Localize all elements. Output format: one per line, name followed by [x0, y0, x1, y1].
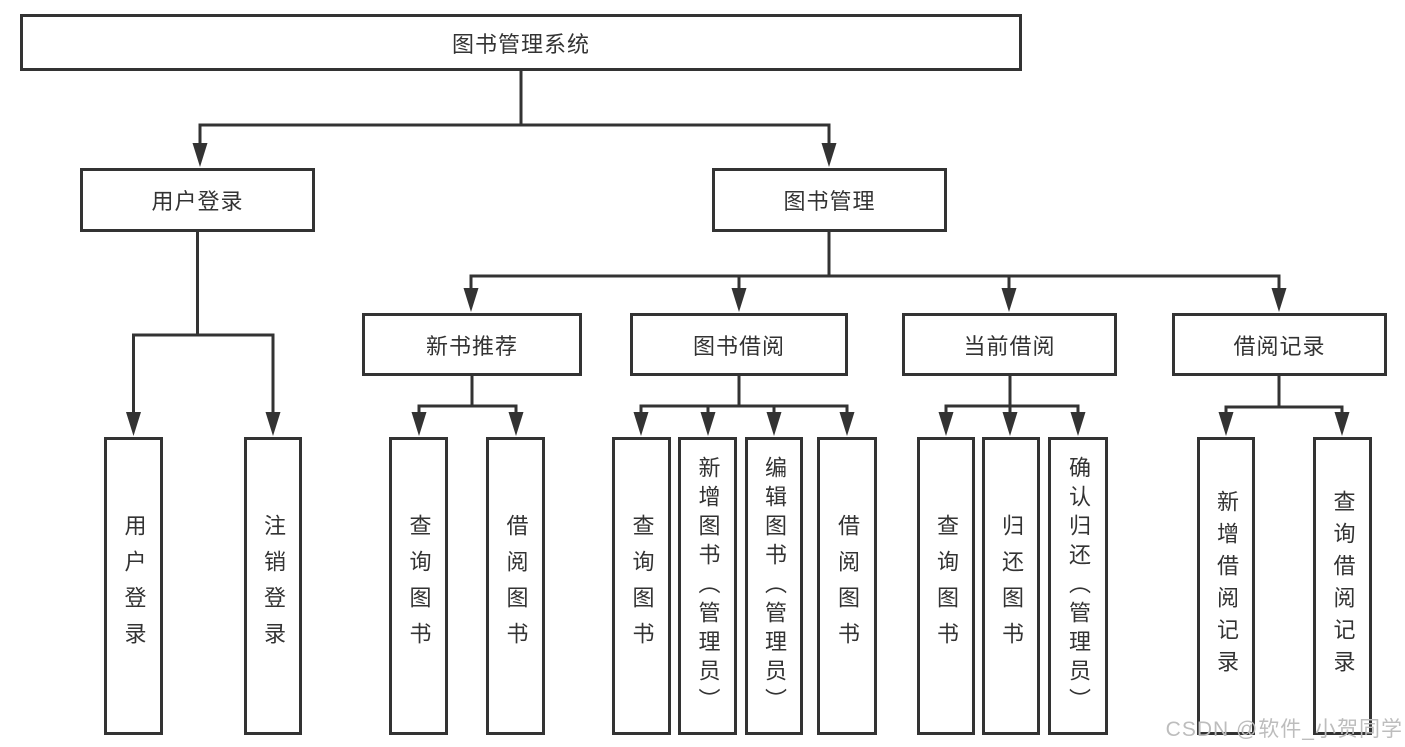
edges-book-borrow-to-leaves: [633, 374, 855, 436]
node-current-borrow: 当前借阅: [902, 313, 1117, 376]
edges-book-mgmt-to-level3: [463, 230, 1287, 312]
node-book-management: 图书管理: [712, 168, 947, 232]
leaf-query-books-current: 查询图书: [917, 437, 975, 735]
leaf-return-books: 归还图书: [982, 437, 1040, 735]
leaf-query-books-borrow: 查询图书: [612, 437, 671, 735]
leaf-add-books-admin: 新增图书（管理员）: [678, 437, 737, 735]
node-user-login: 用户登录: [80, 168, 315, 232]
leaf-query-books-recommend: 查询图书: [389, 437, 448, 735]
leaf-query-borrow-record: 查询借阅记录: [1313, 437, 1372, 735]
edges-current-borrow-to-leaves: [938, 375, 1086, 436]
node-borrow-records: 借阅记录: [1172, 313, 1387, 376]
edges-root-to-level2: [192, 71, 837, 167]
leaf-borrow-books: 借阅图书: [817, 437, 877, 735]
edges-new-books-to-leaves: [411, 374, 524, 436]
node-book-borrow: 图书借阅: [630, 313, 848, 376]
leaf-borrow-books-recommend: 借阅图书: [486, 437, 545, 735]
node-root: 图书管理系统: [20, 14, 1022, 71]
leaf-add-borrow-record: 新增借阅记录: [1197, 437, 1255, 735]
node-new-book-recommend: 新书推荐: [362, 313, 582, 376]
edges-user-login-to-leaves: [126, 230, 281, 436]
leaf-user-login: 用户登录: [104, 437, 163, 735]
leaf-edit-books-admin: 编辑图书（管理员）: [745, 437, 803, 735]
leaf-logout-login: 注销登录: [244, 437, 302, 735]
edges-borrow-records-to-leaves: [1218, 374, 1350, 436]
leaf-confirm-return-admin: 确认归还（管理员）: [1048, 437, 1108, 735]
csdn-watermark: CSDN @软件_小贺同学: [1165, 718, 1403, 741]
